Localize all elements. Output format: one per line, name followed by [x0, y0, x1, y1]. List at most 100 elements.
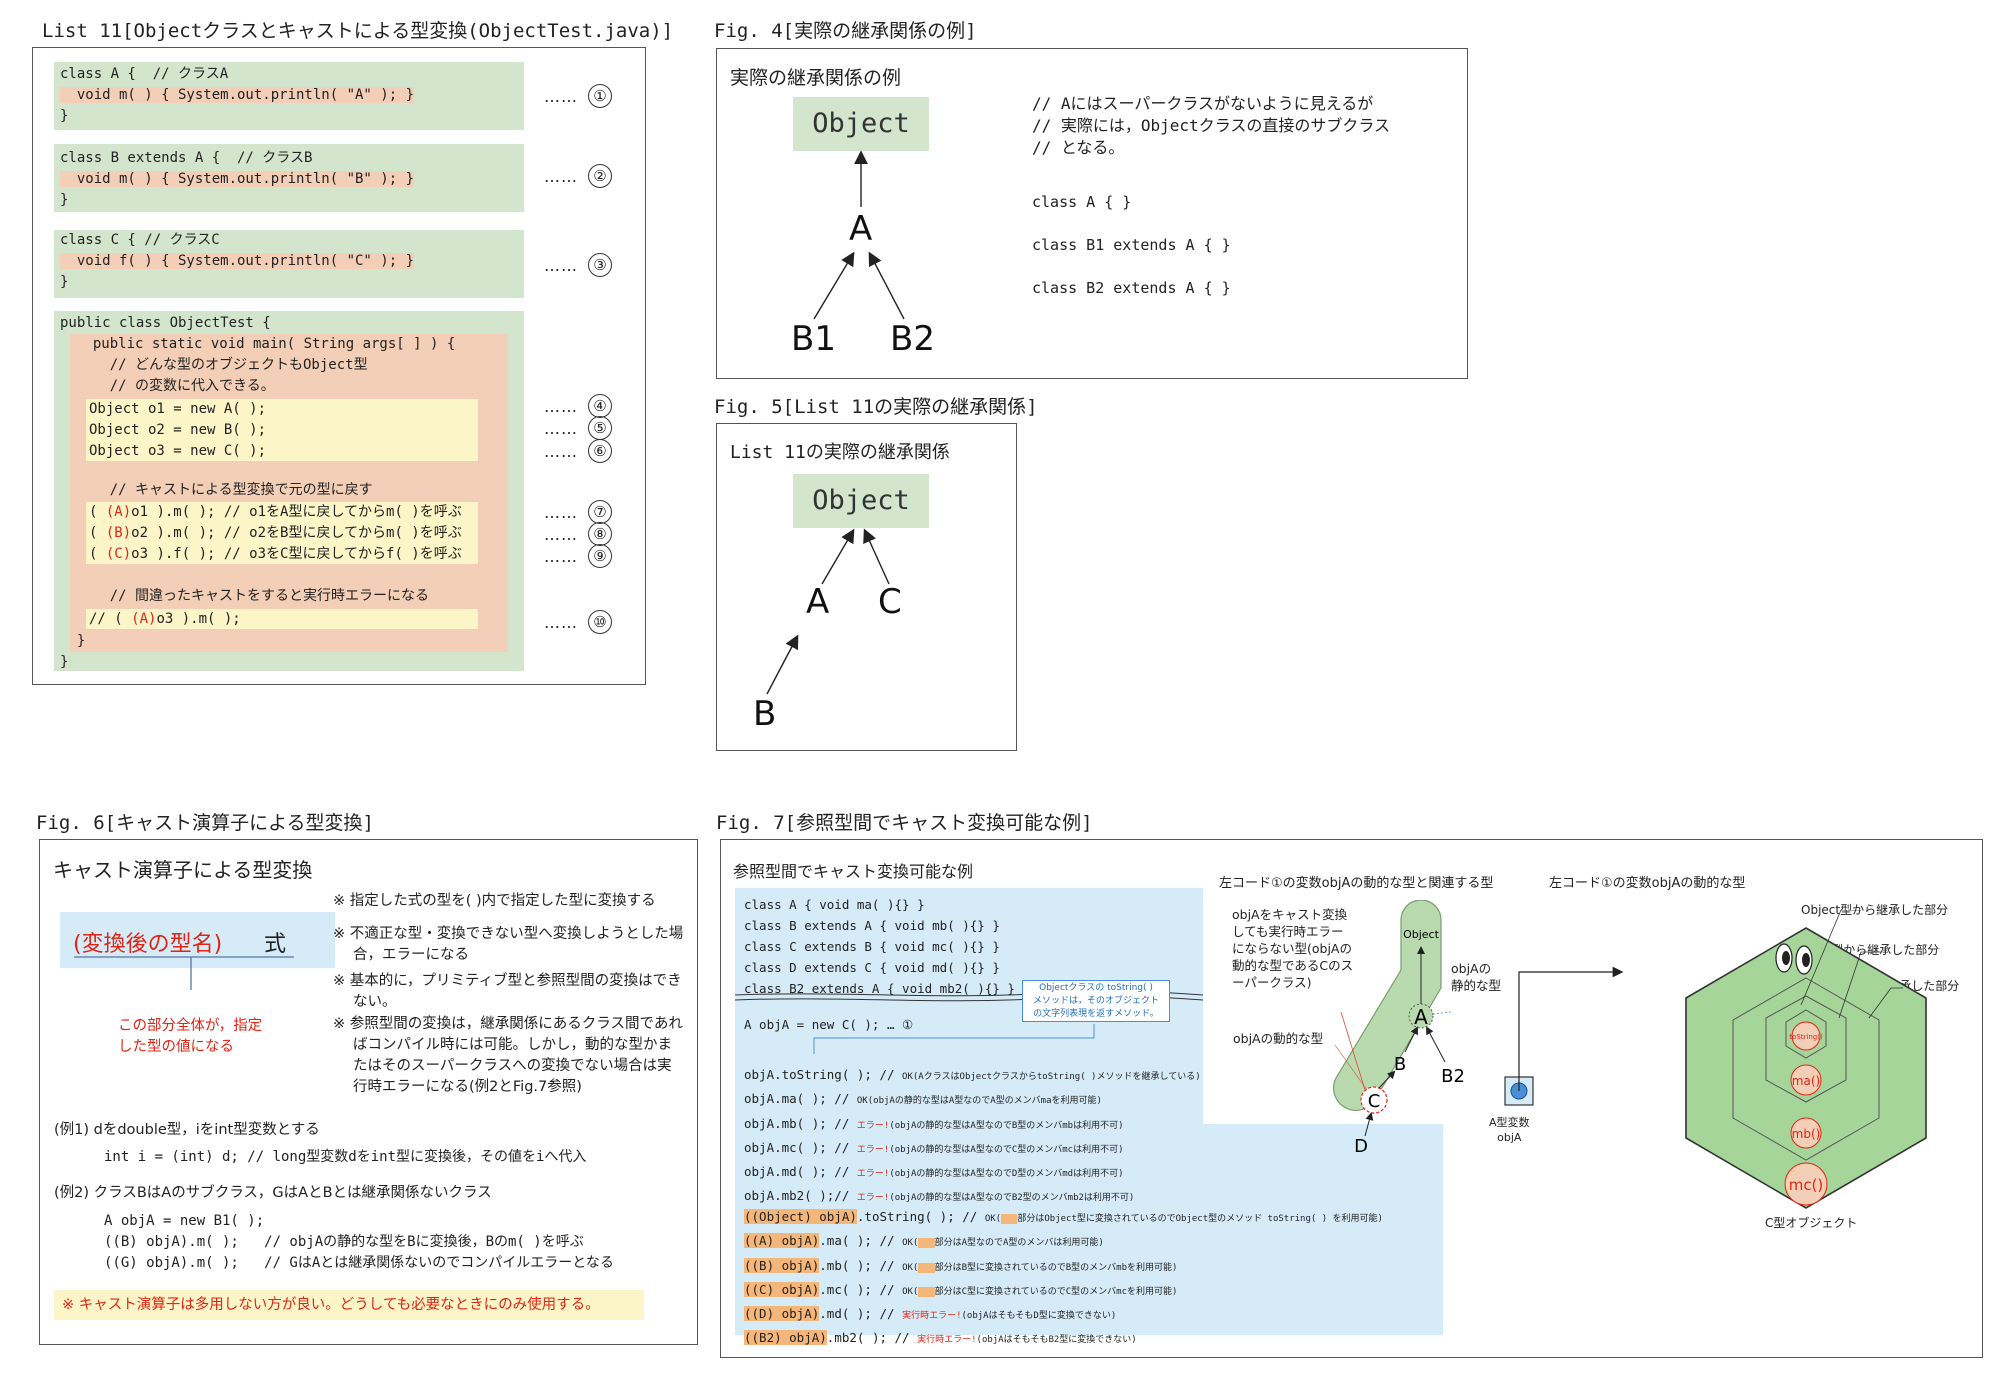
fig6-frame: キャスト演算子による型変換 (変換後の型名) 式 この部分全体が，指定 した型の…	[39, 839, 698, 1345]
code-line: Object o2 = new B( );	[89, 422, 267, 438]
fig7-caption: Fig. 7[参照型間でキャスト変換可能な例]	[716, 812, 1093, 834]
fig4-frame: 実際の継承関係の例 Object A B1 B2 // Aにはスーパークラスがな…	[716, 48, 1468, 379]
code-line: }	[60, 192, 69, 208]
fig6-caption: Fig. 6[キャスト演算子による型変換]	[36, 812, 374, 834]
layer-a-label: A型から継承した部分	[1823, 943, 1940, 957]
bad-cast-line: // ( (A)o3 ).m( );	[86, 609, 478, 629]
comment-3: // 間違ったキャストをすると実行時エラーになる	[76, 588, 429, 604]
fig7-cast-panel	[735, 1124, 1443, 1335]
marker-3: ……③	[544, 253, 612, 277]
fig5-object-box: Object	[793, 474, 929, 528]
marker-6: ……⑥	[544, 439, 612, 463]
marker-2: ……②	[544, 164, 612, 188]
method-mc: mc()	[1789, 1176, 1824, 1194]
marker-8: ……⑧	[544, 522, 612, 546]
code-line: public static void main( String args[ ] …	[76, 336, 456, 352]
fig7-decl: A objA = new C( ); … ①	[744, 1017, 914, 1032]
fig4-node-b1: B1	[791, 319, 836, 359]
list11-frame: class A { // クラスA void m( ) { System.out…	[32, 47, 646, 685]
fig6-example-1-code: int i = (int) d; // long型変数dをint型に変換後，その…	[104, 1149, 587, 1165]
code-line: public class ObjectTest {	[60, 315, 271, 331]
fig5-frame: List 11の実際の継承関係 Object A C B	[716, 423, 1017, 751]
fig7-classes: class A { void ma( ){} } class B extends…	[744, 897, 1015, 996]
marker-1: ……①	[544, 84, 612, 108]
dynamic-type-label: objAの動的な型	[1233, 1031, 1324, 1046]
code-line: }	[60, 108, 69, 124]
code-line: class B extends A { // クラスB	[60, 150, 313, 166]
mid-chain-diagram: Object A B C D B2	[1333, 900, 1465, 1157]
chain-object: Object	[1403, 928, 1440, 941]
cast-block: ( (A)o1 ).m( ); // o1をA型に戻してからm( )を呼ぶ ( …	[86, 502, 478, 564]
fig7-calls: objA.toString( ); // OK(AクラスはObjectクラスから…	[744, 1067, 1201, 1204]
marker-7: ……⑦	[544, 500, 612, 524]
fig5-node-a: A	[806, 582, 830, 622]
var-label: A型変数 objA	[1489, 1116, 1530, 1144]
comment-1: // どんな型のオブジェクトもObject型 // の変数に代入できる。	[76, 357, 368, 394]
fig4-code: class A { } class B1 extends A { } class…	[1032, 193, 1231, 297]
fig6-note-4: ※ 参照型間の変換は，継承関係にあるクラス間であればコンパイル時には可能。しかし…	[333, 1016, 683, 1095]
cast-bracket	[74, 956, 294, 990]
declaration-block: Object o1 = new A( ); Object o2 = new B(…	[86, 399, 478, 461]
fig4-caption: Fig. 4[実際の継承関係の例]	[714, 20, 977, 42]
c-object-diagram: toString() ma() mb() mc()	[1504, 910, 1927, 1209]
mid-diagram-title: 左コード①の変数objAの動的な型と関連する型	[1219, 876, 1494, 891]
static-type-label: objAの 静的な型	[1451, 961, 1502, 993]
mid-castable-label: objAをキャスト変換 しても実行時エラー にならない型(objAの 動的な型で…	[1232, 907, 1354, 990]
cast-type-name: (変換後の型名)	[73, 932, 223, 957]
fig4-comments: // Aにはスーパークラスがないように見えるが // 実際には，Objectクラ…	[1032, 94, 1391, 157]
classC-block: class C { // クラスC void f( ) { System.out…	[54, 230, 524, 298]
fig6-note-2: ※ 不適正な型・変換できない型へ変換しようとした場合，エラーになる	[333, 926, 684, 963]
code-line: void f( ) { System.out.println( "C" ); }	[60, 253, 415, 269]
classA-block: class A { // クラスA void m( ) { System.out…	[54, 62, 524, 130]
comment-2: // キャストによる型変換で元の型に戻す	[76, 482, 373, 498]
fig5-caption: Fig. 5[List 11の実際の継承関係]	[714, 396, 1038, 418]
chain-d: D	[1354, 1136, 1368, 1157]
code-line: Object o3 = new C( );	[89, 443, 267, 459]
tostring-tooltip: Objectクラスの toString( ) メソッドは，そのオブジェクト の文…	[1022, 980, 1170, 1022]
marker-4: ……④	[544, 394, 612, 418]
fig7-frame: 参照型間でキャスト変換可能な例 class A { void ma( ){} }…	[720, 839, 1983, 1358]
fig4-object-box: Object	[793, 97, 929, 151]
main-method-block: public static void main( String args[ ] …	[70, 334, 508, 652]
marker-5: ……⑤	[544, 416, 612, 440]
chain-b: B	[1394, 1054, 1406, 1075]
fig4-arrows	[813, 150, 905, 320]
code-line: void m( ) { System.out.println( "B" ); }	[60, 171, 415, 187]
code-line: Object o1 = new A( );	[89, 401, 267, 417]
cast-expr-label: 式	[264, 932, 287, 957]
method-tostring: toString()	[1789, 1033, 1823, 1041]
fig6-example-1: (例1) dをdouble型，iをint型変数とする	[54, 1122, 320, 1138]
c-object-label: C型オブジェクト	[1765, 1216, 1858, 1230]
method-ma: ma()	[1792, 1074, 1820, 1088]
fig5-node-c: C	[878, 582, 902, 622]
tooltip-pointer	[813, 1024, 1095, 1054]
classB-block: class B extends A { // クラスB void m( ) { …	[54, 144, 524, 212]
cast-under-note: この部分全体が，指定 した型の値になる	[118, 1018, 263, 1055]
fig6-note-3: ※ 基本的に，プリミティブ型と参照型間の変換はできない。	[333, 973, 682, 1010]
fig5-node-b: B	[753, 694, 777, 734]
marker-9: ……⑨	[544, 544, 612, 568]
chain-b2: B2	[1441, 1066, 1465, 1087]
code-line: class C { // クラスC	[60, 232, 220, 248]
marker-10: ……⑩	[544, 610, 612, 634]
cast-expression-box	[60, 912, 335, 968]
right-diagram-title: 左コード①の変数objAの動的な型	[1549, 876, 1746, 891]
main-tail: } }	[60, 633, 86, 670]
fig7-title: 参照型間でキャスト変換可能な例	[733, 862, 974, 881]
fig4-node-b2: B2	[890, 319, 935, 359]
fig4-title: 実際の継承関係の例	[730, 67, 902, 89]
fig6-title: キャスト演算子による型変換	[53, 858, 313, 882]
code-line: class A { // クラスA	[60, 66, 229, 82]
fig4-node-a: A	[849, 209, 873, 249]
layer-object-label: Object型から継承した部分	[1801, 903, 1949, 917]
fig6-note-1: ※ 指定した式の型を( )内で指定した型に変換する	[333, 893, 656, 909]
fig6-warning: ※ キャスト演算子は多用しない方が良い。どうしても必要なときにのみ使用する。	[54, 1290, 644, 1320]
fig6-example-2-code: A objA = new B1( ); ((B) objA).m( ); // …	[104, 1213, 614, 1271]
fig5-title: List 11の実際の継承関係	[730, 442, 950, 463]
fig7-casts: ((Object) objA).toString( ); // OK( 部分はO…	[744, 1209, 1383, 1346]
chain-c: C	[1368, 1091, 1381, 1112]
fig5-arrows	[766, 528, 890, 695]
chain-a: A	[1414, 1005, 1428, 1029]
list11-caption: List 11[Objectクラスとキャストによる型変換(ObjectTest.…	[42, 20, 674, 42]
code-line: void m( ) { System.out.println( "A" ); }	[60, 87, 415, 103]
